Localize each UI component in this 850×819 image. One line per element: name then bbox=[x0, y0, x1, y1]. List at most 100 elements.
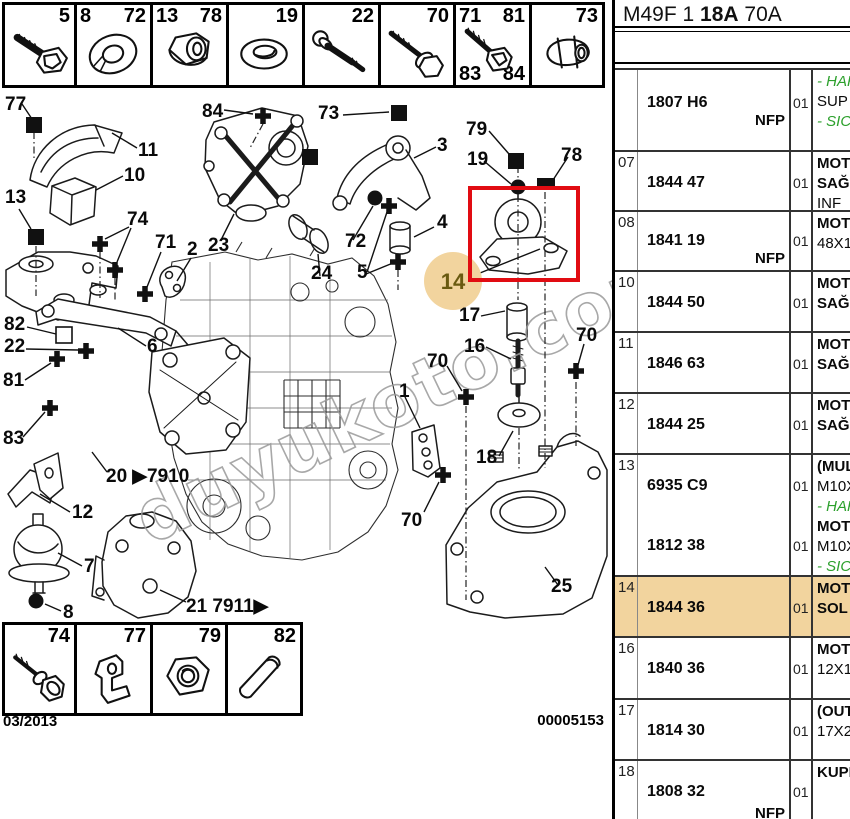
leader-line bbox=[18, 208, 32, 230]
part-label-19[interactable]: 19 bbox=[467, 149, 488, 170]
part-number-cell: 1844 47 bbox=[637, 152, 789, 210]
row-number: 08 bbox=[618, 214, 635, 231]
leader-line bbox=[91, 451, 108, 473]
leader-line bbox=[117, 327, 147, 347]
part-label-83[interactable]: 83 bbox=[3, 428, 24, 449]
leader-line bbox=[95, 175, 124, 191]
leader-line bbox=[404, 396, 421, 429]
fastener-cell-70: 70 bbox=[381, 2, 456, 88]
part-label-22[interactable]: 22 bbox=[4, 336, 25, 357]
part-label-5[interactable]: 5 bbox=[357, 262, 368, 283]
leader-line bbox=[366, 211, 388, 273]
part-label-82[interactable]: 82 bbox=[4, 314, 25, 335]
part-label-70[interactable]: 70 bbox=[576, 325, 597, 346]
leader-line bbox=[413, 146, 437, 159]
part-label-18[interactable]: 18 bbox=[476, 447, 497, 468]
part-label-3[interactable]: 3 bbox=[437, 135, 448, 156]
part-label-70[interactable]: 70 bbox=[427, 351, 448, 372]
leader-line bbox=[352, 205, 374, 241]
part-code: 1812 38 bbox=[647, 537, 705, 554]
square-marker-icon bbox=[302, 149, 318, 165]
part-code: 1840 36 bbox=[647, 660, 705, 677]
part-label-16[interactable]: 16 bbox=[464, 336, 485, 357]
highlighted-part-label[interactable]: 14 bbox=[441, 269, 466, 294]
part-label-24[interactable]: 24 bbox=[311, 263, 333, 284]
shoulder-stud-icon bbox=[9, 647, 71, 712]
part-label-20-7910[interactable]: 20 ▶7910 bbox=[106, 466, 189, 487]
part-label-12[interactable]: 12 bbox=[72, 502, 93, 523]
part-label-13[interactable]: 13 bbox=[5, 187, 26, 208]
part-label-23[interactable]: 23 bbox=[208, 235, 229, 256]
description-cell: (OUT17X21 bbox=[811, 700, 850, 759]
dot-marker-icon bbox=[28, 593, 44, 609]
description-cell: MOTOSAĞINF bbox=[811, 152, 850, 210]
part-label-7[interactable]: 7 bbox=[84, 556, 95, 577]
desc-line: MOTO bbox=[817, 215, 850, 232]
plus-marker-icon bbox=[390, 254, 406, 270]
fastener-number: 77 bbox=[123, 625, 146, 647]
plus-marker-icon bbox=[458, 389, 474, 405]
desc-line: MOTO bbox=[817, 641, 850, 658]
leader-line bbox=[104, 226, 130, 240]
quantity-cell: 01 bbox=[789, 638, 811, 698]
part-label-84[interactable]: 84 bbox=[202, 101, 224, 122]
part-label-21-7911-[interactable]: 21 7911▶ bbox=[186, 596, 270, 617]
part-label-17[interactable]: 17 bbox=[459, 305, 480, 326]
assembly-dash-lines bbox=[33, 123, 577, 600]
part-code: 1841 19 bbox=[647, 232, 705, 249]
part-code: 1846 63 bbox=[647, 355, 705, 372]
part-label-4[interactable]: 4 bbox=[437, 212, 448, 233]
document-number: 00005153 bbox=[537, 712, 604, 729]
dome-nut-icon bbox=[536, 23, 598, 88]
notched-washer-icon bbox=[81, 23, 143, 88]
fastener-cell-74: 74 bbox=[2, 622, 77, 716]
fastener-number: 5 bbox=[58, 5, 70, 27]
part-label-71[interactable]: 71 bbox=[155, 232, 177, 253]
square-marker-icon bbox=[391, 105, 407, 121]
part-label-73[interactable]: 73 bbox=[318, 103, 339, 124]
part-label-2[interactable]: 2 bbox=[187, 239, 198, 260]
part-label-11[interactable]: 11 bbox=[138, 140, 159, 161]
part-label-8[interactable]: 8 bbox=[63, 602, 74, 623]
part-number-cell: 1814 30 bbox=[637, 700, 789, 759]
desc-line: MOTO bbox=[817, 518, 850, 535]
part-label-78[interactable]: 78 bbox=[561, 145, 582, 166]
part-label-70[interactable]: 70 bbox=[401, 510, 422, 531]
parts-artwork bbox=[5, 107, 608, 619]
leader-line bbox=[26, 326, 57, 335]
part-label-81[interactable]: 81 bbox=[3, 370, 25, 391]
leader-line bbox=[223, 109, 254, 115]
plus-marker-icon bbox=[49, 351, 65, 367]
square-marker-icon bbox=[26, 117, 42, 133]
part-label-6[interactable]: 6 bbox=[147, 336, 158, 357]
fastener-number: 81 bbox=[502, 5, 525, 27]
desc-line: MOTO bbox=[817, 580, 850, 597]
part-label-77[interactable]: 77 bbox=[5, 94, 26, 115]
part-label-79[interactable]: 79 bbox=[466, 119, 487, 140]
part-label-74[interactable]: 74 bbox=[127, 209, 149, 230]
part-label-72[interactable]: 72 bbox=[345, 231, 366, 252]
part-number-cell: 1844 36 bbox=[637, 577, 789, 636]
part-number-cell: 1846 63 bbox=[637, 333, 789, 392]
part-code: 1844 25 bbox=[647, 416, 705, 433]
part-label-25[interactable]: 25 bbox=[551, 576, 573, 597]
part-label-1[interactable]: 1 bbox=[399, 381, 410, 402]
part-label-10[interactable]: 10 bbox=[124, 165, 145, 186]
part-code: 1844 50 bbox=[647, 294, 705, 311]
